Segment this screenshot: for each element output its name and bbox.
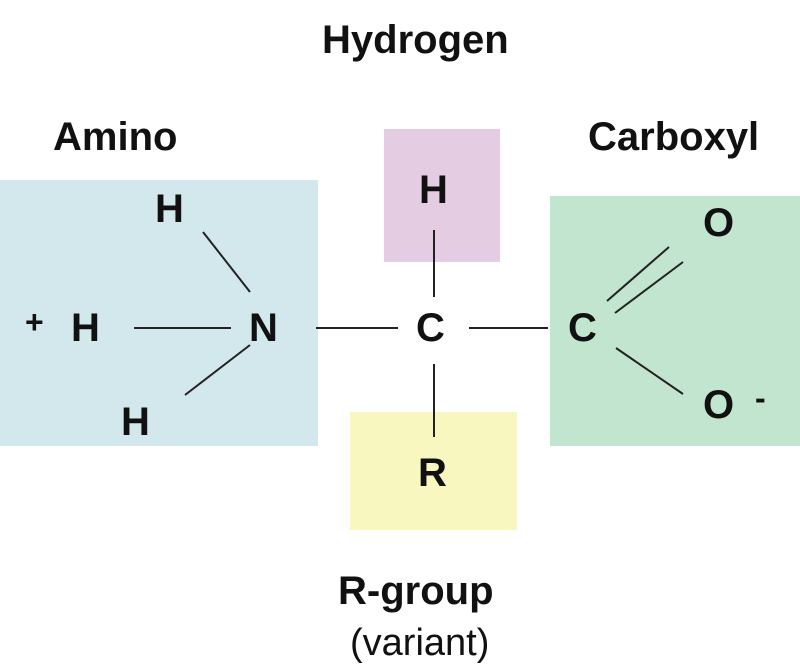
bond-h-bottom-n [184, 344, 251, 396]
bond-c-o-double-1 [606, 246, 670, 302]
r-atom: R [418, 451, 447, 495]
bond-h-top-n [202, 231, 251, 293]
oxygen-double-bond-atom: O [703, 201, 735, 245]
carboxyl-group-label: Carboxyl [588, 115, 760, 159]
amino-group-box [0, 180, 318, 446]
r-group-label: R-group [338, 569, 494, 613]
amino-hydrogen-bottom: H [121, 400, 150, 444]
charge-minus-symbol: - [755, 380, 766, 416]
alpha-hydrogen-atom: H [419, 168, 448, 212]
hydrogen-group-box [384, 129, 500, 262]
nitrogen-atom: N [249, 306, 278, 350]
oxygen-single-bond-atom: O [703, 383, 735, 427]
alpha-carbon-atom: C [416, 306, 445, 350]
r-group-sublabel: (variant) [350, 622, 490, 664]
hydrogen-group-label: Hydrogen [322, 18, 509, 62]
charge-plus-symbol: + [25, 304, 44, 340]
amino-hydrogen-top: H [155, 187, 184, 231]
bond-c-o-single [615, 347, 684, 395]
carboxyl-carbon-atom: C [568, 306, 597, 350]
amino-group-label: Amino [53, 115, 178, 159]
carboxyl-group-box [550, 196, 800, 446]
bond-c-o-double-2 [614, 261, 684, 314]
amino-hydrogen-left: H [71, 306, 100, 350]
